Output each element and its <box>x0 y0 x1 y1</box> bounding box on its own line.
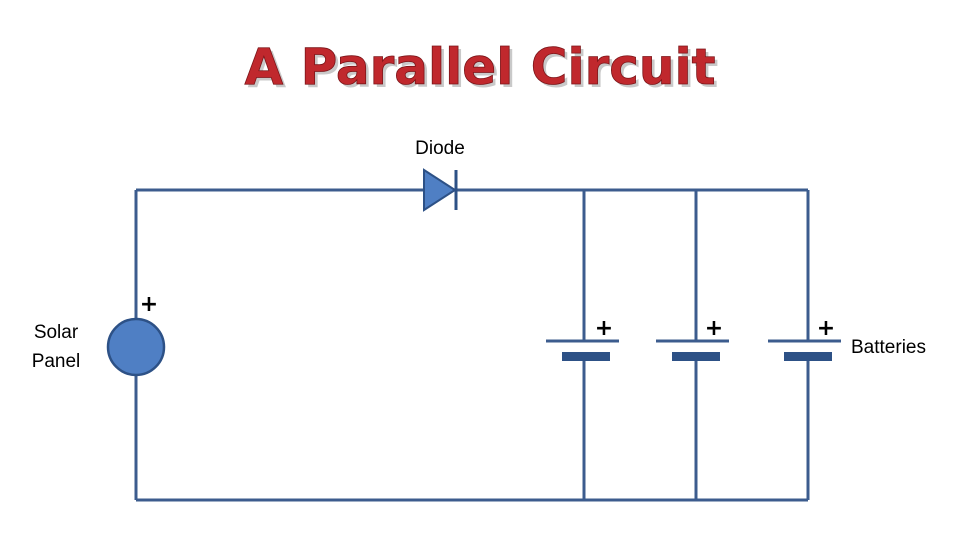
diode-symbol: Diode <box>415 138 465 212</box>
solar-panel-label-line1: Solar <box>34 322 79 343</box>
solar-panel-label-line2: Panel <box>32 351 81 372</box>
slide-title: A Parallel Circuit <box>244 38 715 96</box>
diode-triangle <box>423 168 457 212</box>
battery-1-plus: + <box>595 316 613 341</box>
battery-2-plus: + <box>705 316 723 341</box>
battery-2-negative-plate <box>672 352 720 361</box>
batteries-label: Batteries <box>851 337 926 358</box>
battery-1: + <box>546 316 619 361</box>
solar-panel-plus: + <box>140 292 158 317</box>
battery-3-negative-plate <box>784 352 832 361</box>
solar-panel-symbol: + Solar Panel <box>32 292 166 377</box>
battery-3-plus: + <box>817 316 835 341</box>
circuit-wires <box>134 188 810 502</box>
slide-title-shadow: A Parallel Circuit <box>247 41 718 99</box>
battery-1-negative-plate <box>562 352 610 361</box>
slide-title-group: A Parallel Circuit A Parallel Circuit <box>244 38 718 99</box>
battery-3: + <box>768 316 841 361</box>
solar-panel-circle <box>106 317 166 377</box>
battery-2: + <box>656 316 729 361</box>
diode-label: Diode <box>415 138 465 159</box>
